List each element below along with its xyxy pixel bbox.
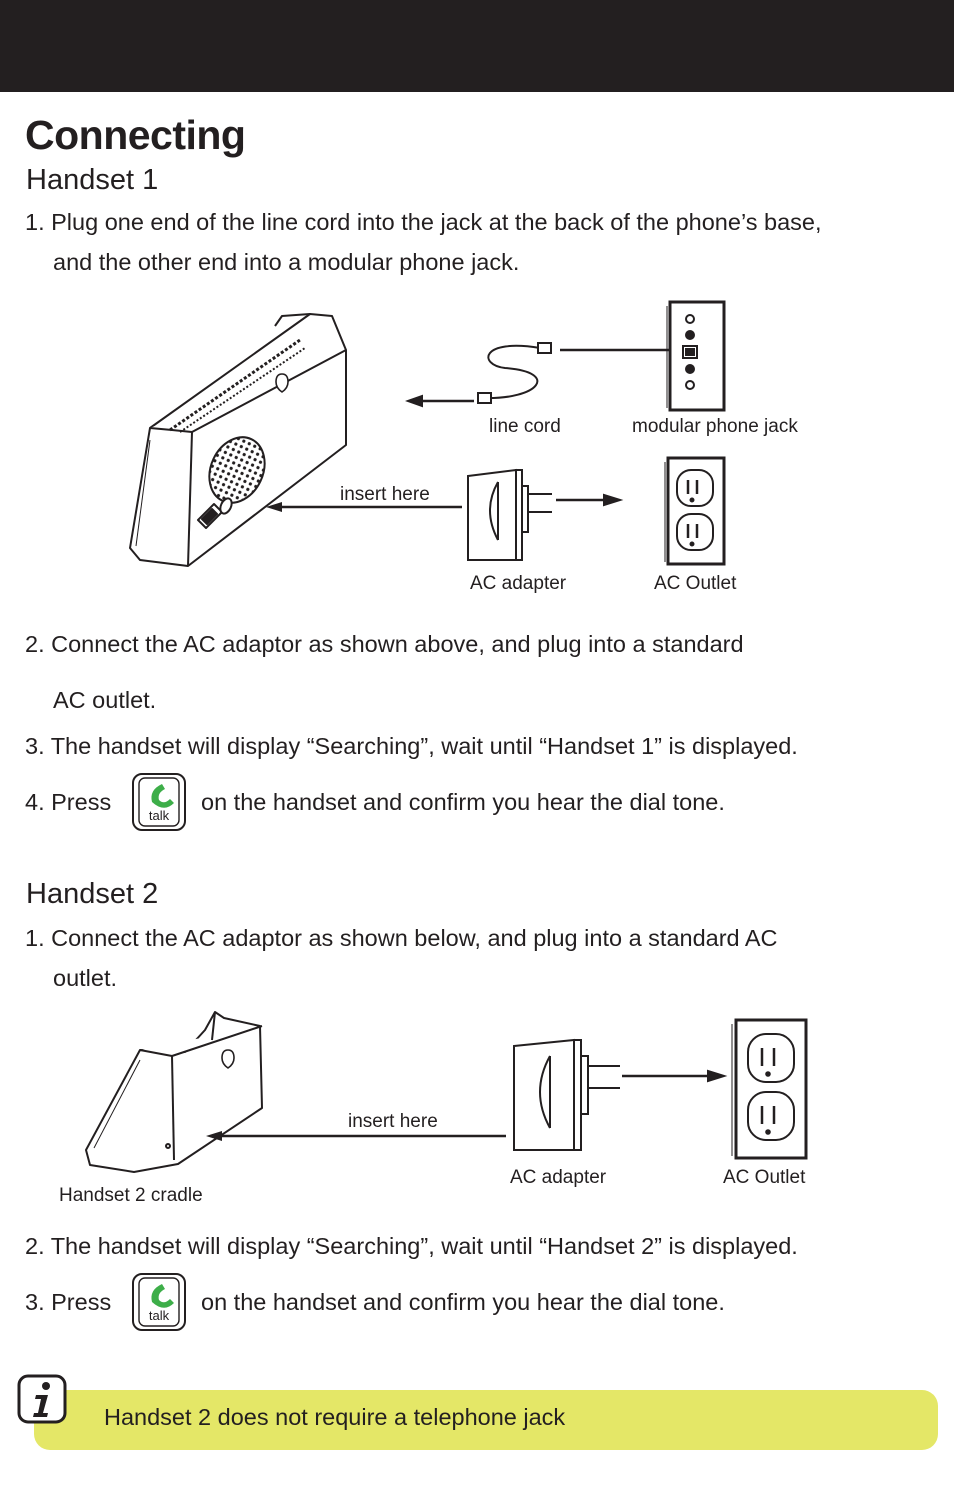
handset-2-cradle bbox=[85, 1011, 263, 1173]
handset1-step4-suffix: on the handset and confirm you hear the … bbox=[201, 789, 725, 815]
ac-outlet bbox=[664, 456, 726, 566]
line-cord bbox=[405, 342, 687, 408]
ac-adapter bbox=[467, 468, 624, 561]
phone-base-station bbox=[129, 313, 347, 567]
handset1-step4-prefix: 4. Press bbox=[25, 789, 112, 815]
phone-handset-icon bbox=[151, 1284, 174, 1308]
insert-arrowhead-2 bbox=[206, 1131, 222, 1141]
handset1-step2-line1: 2. Connect the AC adaptor as shown above… bbox=[25, 631, 744, 657]
insert-here-label: insert here bbox=[340, 484, 430, 505]
handset-2-cradle-label: Handset 2 cradle bbox=[59, 1185, 203, 1206]
note-text: Handset 2 does not require a telephone j… bbox=[104, 1404, 566, 1430]
handset1-step3: 3. The handset will display “Searching”,… bbox=[25, 733, 798, 759]
insert-arrowhead bbox=[266, 502, 282, 512]
handset2-step3-suffix: on the handset and confirm you hear the … bbox=[201, 1289, 725, 1315]
handset2-heading: Handset 2 bbox=[26, 878, 159, 910]
note-box: Handset 2 does not require a telephone j… bbox=[34, 1390, 938, 1450]
modular-phone-jack-label: modular phone jack bbox=[632, 416, 798, 437]
info-icon bbox=[17, 1374, 67, 1424]
handset1-step2: 2. Connect the AC adaptor as shown above… bbox=[25, 616, 744, 728]
handset1-step1: 1. Plug one end of the line cord into th… bbox=[25, 202, 822, 282]
handset1-step1-line1: 1. Plug one end of the line cord into th… bbox=[25, 209, 822, 235]
handset2-connection-diagram: Handset 2 cradle insert here AC adapter … bbox=[59, 1011, 808, 1206]
ac-outlet-2 bbox=[731, 1018, 808, 1160]
ac-adapter-2 bbox=[513, 1038, 728, 1151]
handset1-connection-diagram: line cord modular phone jack insert here… bbox=[129, 300, 798, 594]
handset1-step1-line2: and the other end into a modular phone j… bbox=[53, 249, 520, 275]
handset1-step2-line2: AC outlet. bbox=[53, 687, 157, 713]
phone-handset-icon bbox=[151, 784, 174, 808]
page-title: Connecting bbox=[25, 112, 246, 158]
talk-button-icon-2: talk bbox=[132, 1273, 186, 1331]
talk-button-label: talk bbox=[149, 808, 170, 823]
modular-phone-jack bbox=[666, 300, 726, 412]
handset2-step1-line1: 1. Connect the AC adaptor as shown below… bbox=[25, 925, 778, 951]
handset2-step1: 1. Connect the AC adaptor as shown below… bbox=[25, 918, 778, 998]
handset2-step3-prefix: 3. Press bbox=[25, 1289, 112, 1315]
talk-button-label: talk bbox=[149, 1308, 170, 1323]
ac-adapter-label: AC adapter bbox=[470, 573, 567, 594]
header-bar bbox=[0, 0, 954, 92]
ac-outlet-label-2: AC Outlet bbox=[723, 1167, 806, 1188]
insert-here-label-2: insert here bbox=[348, 1111, 438, 1132]
handset2-step2: 2. The handset will display “Searching”,… bbox=[25, 1233, 798, 1259]
line-cord-label: line cord bbox=[489, 416, 561, 437]
ac-adapter-label-2: AC adapter bbox=[510, 1167, 607, 1188]
talk-button-icon: talk bbox=[132, 773, 186, 831]
ac-outlet-label: AC Outlet bbox=[654, 573, 737, 594]
handset2-step1-line2: outlet. bbox=[53, 965, 118, 991]
handset1-heading: Handset 1 bbox=[26, 164, 159, 196]
